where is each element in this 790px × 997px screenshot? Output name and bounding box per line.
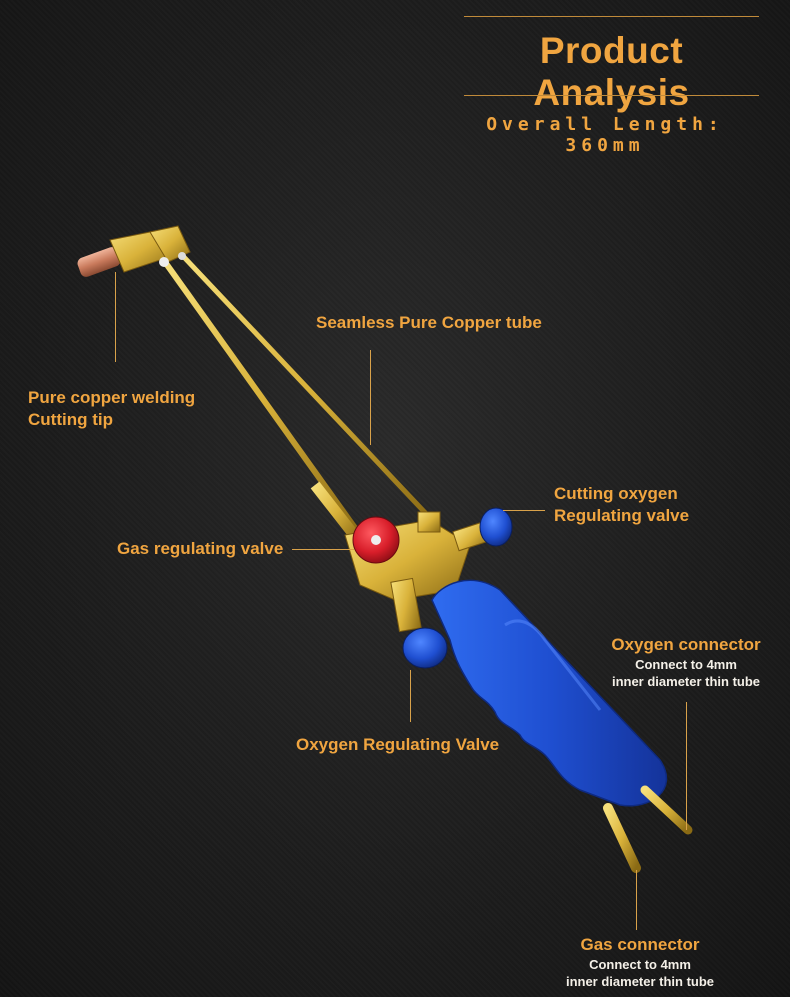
cutting-oxygen-knob (479, 507, 513, 547)
gas-connector-callout-line (636, 870, 637, 930)
oxygen-connector-title: Oxygen connector (611, 635, 761, 654)
header-top-rule (464, 16, 759, 17)
tip-label-line1: Pure copper welding (28, 388, 196, 407)
handle-highlight (504, 619, 602, 711)
cutting-label-line1: Cutting oxygen (554, 484, 678, 503)
oxygen-connector-line2: inner diameter thin tube (611, 674, 761, 689)
gas-connector-label: Gas connector Connect to 4mm inner diame… (552, 934, 728, 990)
tube-label: Seamless Pure Copper tube (316, 313, 542, 332)
oxygen-valve-knob (402, 627, 448, 669)
gas-connector-pipe (603, 803, 641, 873)
gas-valve-callout-line (292, 549, 354, 550)
gas-valve-screw (371, 535, 381, 545)
oxygen-connector-line1: Connect to 4mm (635, 657, 737, 672)
oxygen-connector-callout-line (686, 702, 687, 830)
tip-label: Pure copper welding Cutting tip (28, 387, 195, 431)
tube-callout-line (370, 350, 371, 445)
tip-label-line2: Cutting tip (28, 410, 113, 429)
head-fitting-2 (178, 252, 186, 260)
cutting-label-line2: Regulating valve (554, 506, 690, 525)
upper-tube (180, 253, 434, 522)
upper-nut (417, 511, 441, 533)
lower-tube (162, 260, 363, 537)
oxygen-connector-pipe (640, 785, 693, 835)
tube-sleeve (310, 481, 363, 544)
oxygen-connector-label: Oxygen connector Connect to 4mm inner di… (598, 634, 774, 690)
oxygen-valve-label: Oxygen Regulating Valve (296, 735, 500, 754)
blue-handle (431, 579, 668, 807)
overall-length-text: Overall Length: 360mm (486, 114, 724, 156)
tip-callout-line (115, 272, 116, 362)
copper-tip (77, 247, 121, 277)
gas-connector-title: Gas connector (580, 935, 700, 954)
gas-valve-label: Gas regulating valve (117, 539, 284, 558)
page-title: Product Analysis (533, 30, 690, 113)
gas-connector-line2: inner diameter thin tube (565, 974, 715, 989)
cutting-oxygen-label: Cutting oxygen Regulating valve (554, 483, 689, 527)
oxygen-valve-callout-line (410, 670, 411, 722)
header-bottom-rule (464, 95, 759, 96)
oxygen-valve-stem (390, 577, 422, 633)
gas-connector-line1: Connect to 4mm (589, 957, 691, 972)
head-fitting-1 (159, 257, 169, 267)
cutting-callout-line (503, 510, 545, 511)
